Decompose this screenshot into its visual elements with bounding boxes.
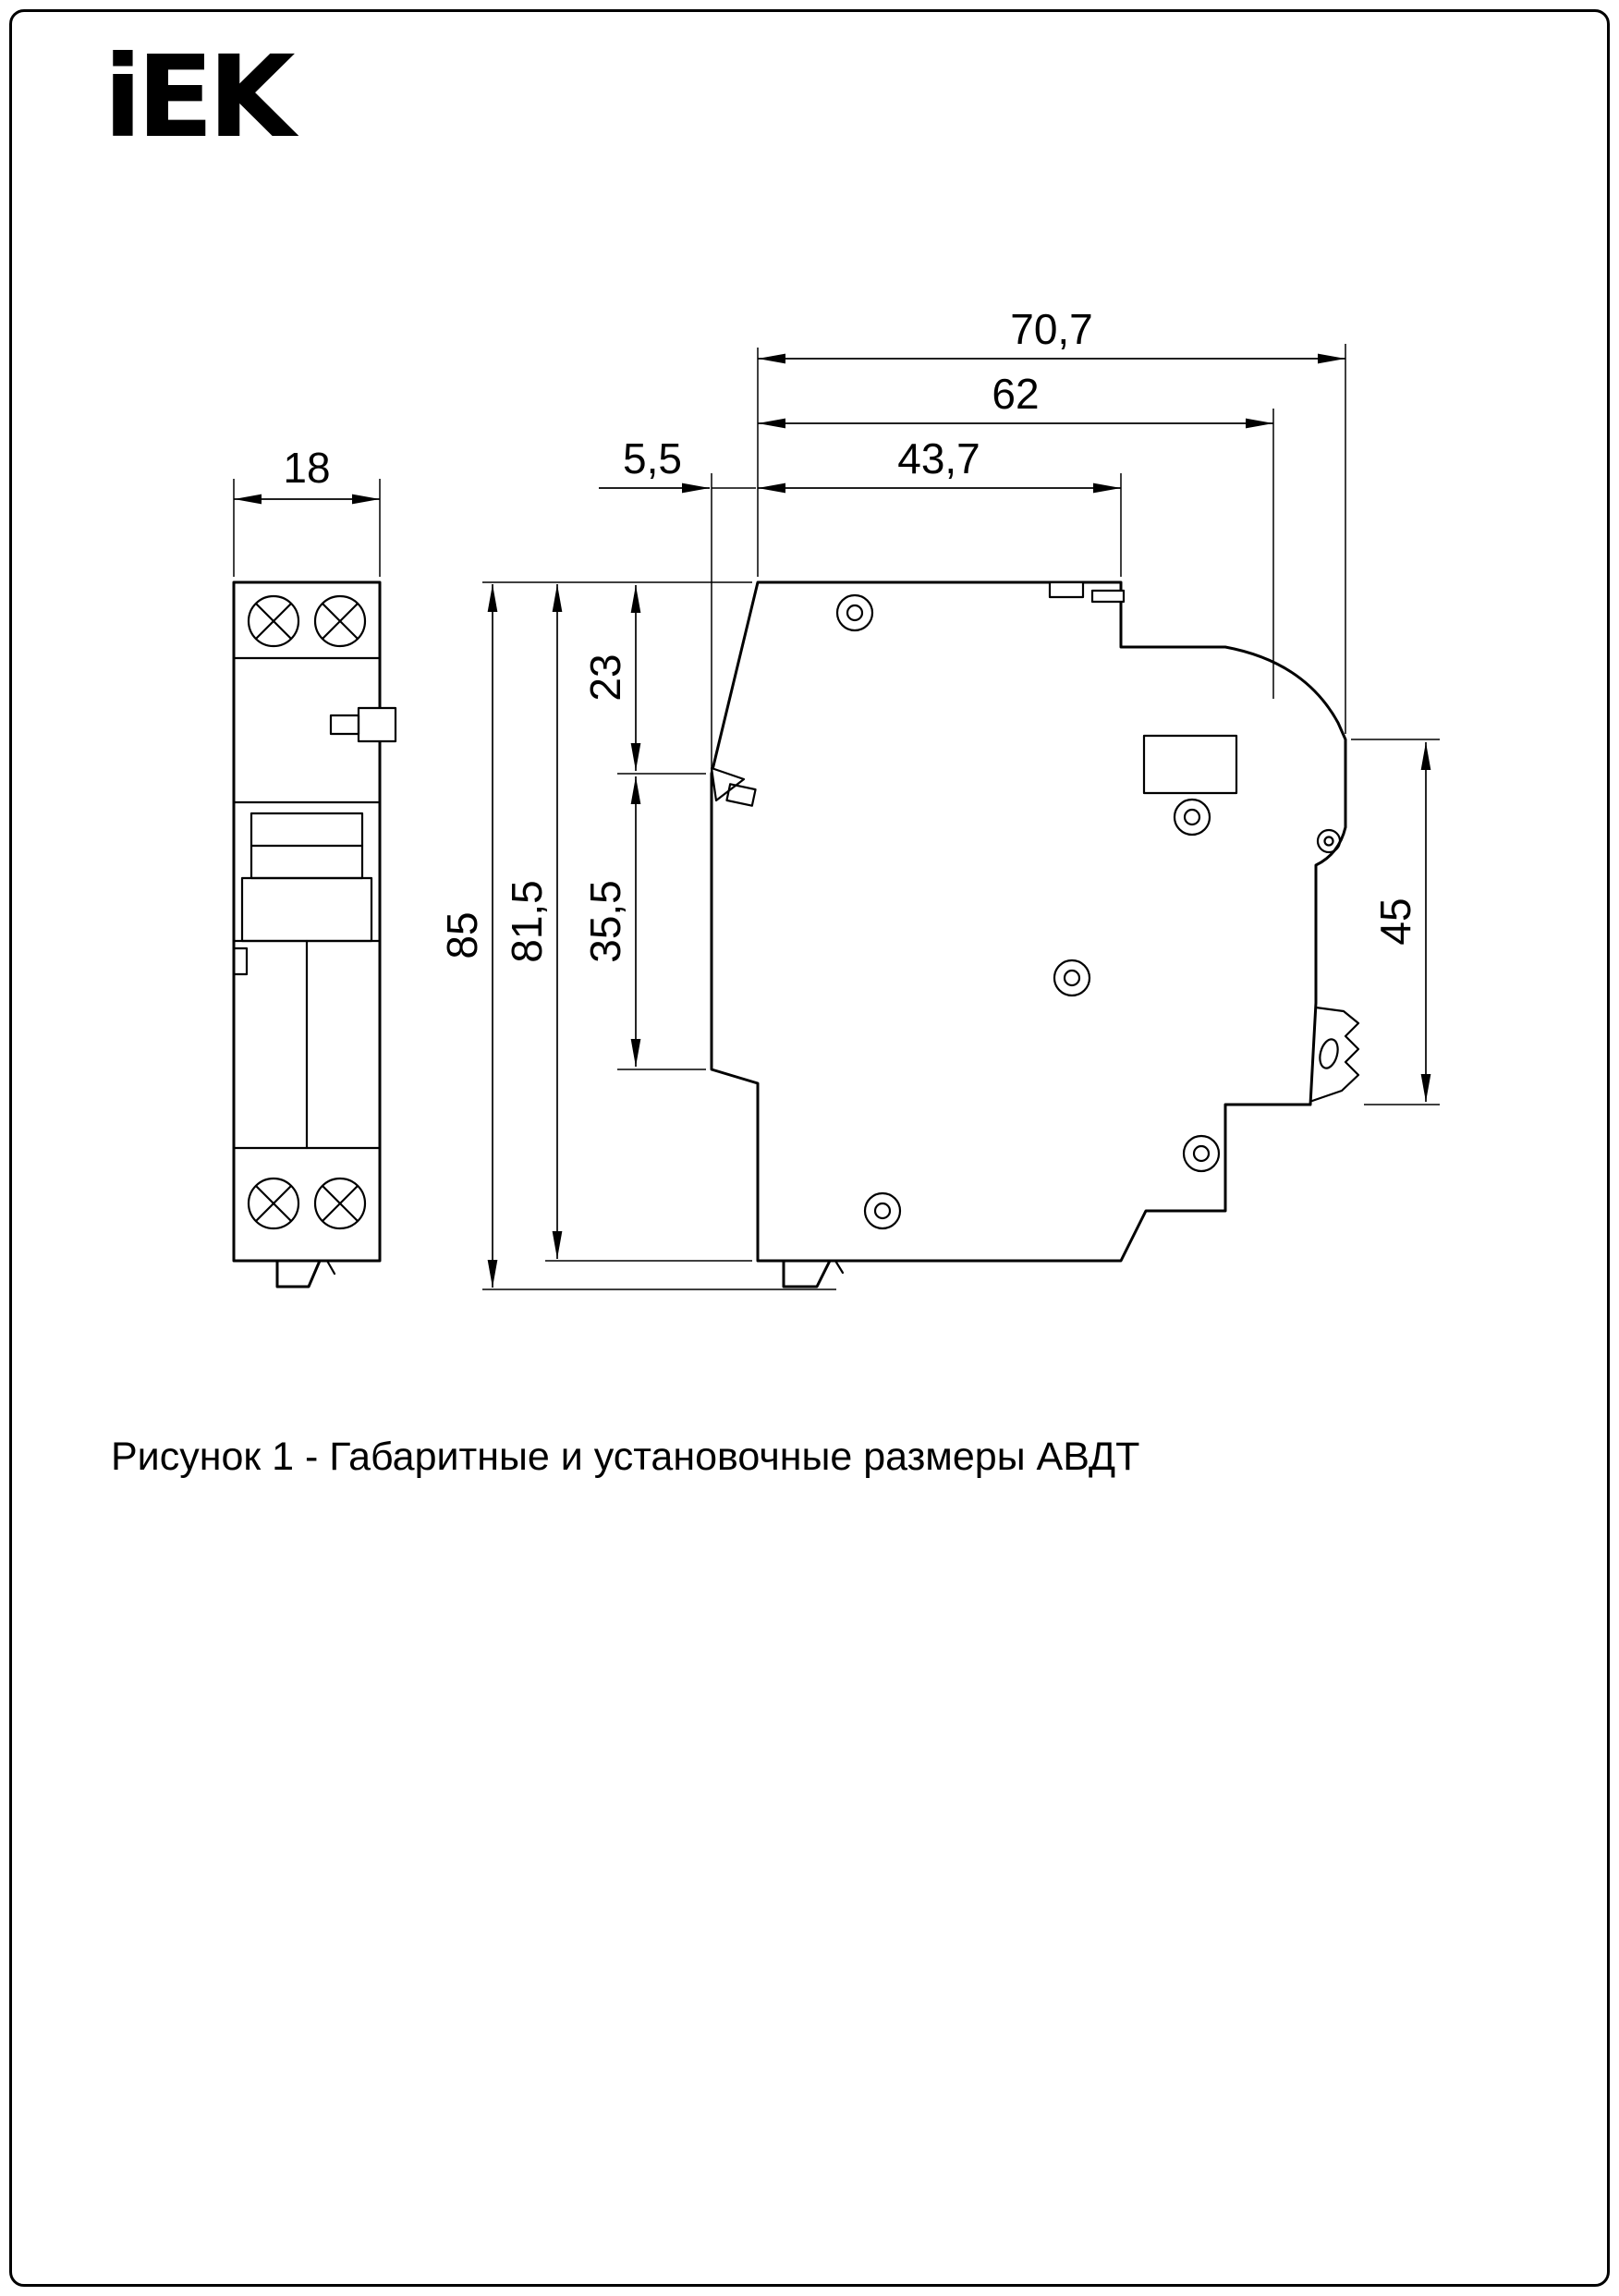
figure-caption: Рисунок 1 - Габаритные и установочные ра… — [111, 1435, 1140, 1479]
toggle-lever — [232, 800, 382, 1150]
dim-label-mid-section: 35,5 — [581, 880, 629, 963]
mounting-tab — [275, 1259, 322, 1288]
page-border — [9, 9, 1610, 2287]
front-latch — [710, 766, 757, 807]
screw-symbol — [1182, 1134, 1221, 1173]
side-profile — [710, 580, 1347, 1263]
dim-label-top-section: 23 — [581, 653, 629, 701]
screw-symbol — [247, 1177, 300, 1230]
screw-symbol — [863, 1191, 902, 1230]
screw-symbol — [835, 593, 874, 632]
dim-label-depth-upper: 62 — [992, 370, 1039, 418]
screw-symbol — [1053, 959, 1091, 997]
dim-label-din-area: 45 — [1371, 898, 1419, 945]
dim-label-front-offset: 5,5 — [623, 434, 682, 482]
dimension-lines — [234, 353, 1431, 1288]
din-clip — [1310, 1006, 1360, 1103]
test-button — [329, 706, 397, 743]
dim-label-height-body: 81,5 — [503, 880, 551, 963]
dim-label-height-total: 85 — [438, 911, 486, 959]
screw-symbol — [1173, 798, 1211, 837]
screw-symbol — [313, 1177, 367, 1230]
side-view-drawing — [710, 580, 1360, 1288]
mounting-tab — [782, 1259, 832, 1288]
screw-symbol — [247, 594, 300, 648]
dimension-labels: 18 70,7 62 43,7 5,5 85 81,5 23 35,5 45 — [283, 305, 1419, 963]
dim-label-depth-total: 70,7 — [1010, 305, 1093, 353]
hook-pivot — [1316, 828, 1342, 854]
screw-symbol — [313, 594, 367, 648]
extension-lines — [233, 344, 1440, 1290]
dim-label-front-width: 18 — [283, 444, 330, 492]
front-view-drawing — [232, 580, 397, 1288]
iek-logo: iEK — [103, 31, 296, 163]
label-window — [1142, 734, 1238, 795]
dim-label-depth-front: 43,7 — [897, 434, 980, 482]
